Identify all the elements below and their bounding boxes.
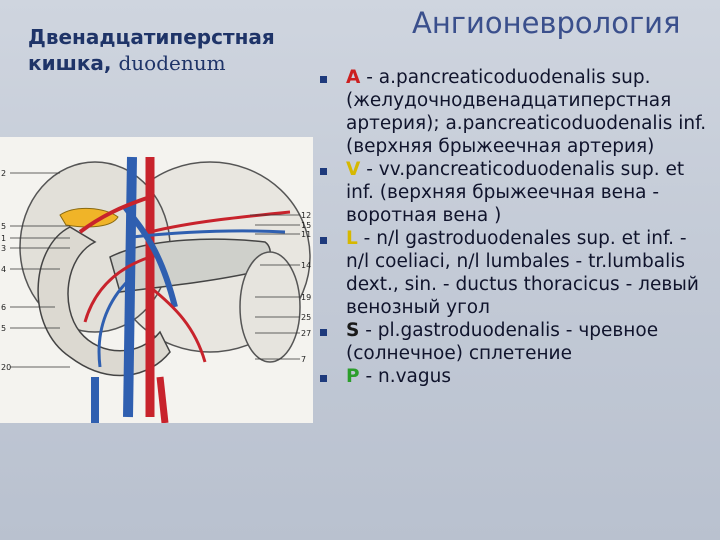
figure-label-left-2: 5 <box>1 222 6 231</box>
list-text: - n.vagus <box>359 366 451 387</box>
anatomy-figure: 2 5 1 3 4 6 5 20 12 15 11 14 19 25 27 7 <box>0 137 313 423</box>
list-letter: L <box>346 228 358 249</box>
list-text: - vv.pancreaticoduodenalis sup. et inf. … <box>346 159 685 226</box>
figure-label-right-5: 19 <box>301 293 311 302</box>
gallbladder-shape <box>59 207 119 228</box>
heading-line-1: Двенадцатиперстная <box>28 25 275 49</box>
figure-label-left-8: 20 <box>1 363 11 372</box>
list-item-parasympathetic: P - n.vagus <box>316 365 712 388</box>
list-item-artery: A - a.pancreaticoduodenalis sup. (желудо… <box>316 66 712 158</box>
figure-label-right-7: 27 <box>301 329 311 338</box>
bullet-icon <box>320 76 327 83</box>
list-text: - a.pancreaticoduodenalis sup. (желудочн… <box>346 67 707 157</box>
supply-list: A - a.pancreaticoduodenalis sup. (желудо… <box>316 66 712 388</box>
list-letter: V <box>346 159 361 180</box>
duodenum-illustration: 2 5 1 3 4 6 5 20 12 15 11 14 19 25 27 7 <box>1 156 311 423</box>
figure-label-left-1: 2 <box>1 169 6 178</box>
list-item-vein: V - vv.pancreaticoduodenalis sup. et inf… <box>316 158 712 227</box>
vein-branch-1 <box>97 275 134 368</box>
heading-word: кишка <box>28 51 104 75</box>
slide-title: Ангионеврология <box>412 6 681 40</box>
list-text: - n/l gastroduodenales sup. et inf. - n/… <box>346 228 699 318</box>
kidney-shape <box>239 251 301 363</box>
list-item-lymph: L - n/l gastroduodenales sup. et inf. - … <box>316 227 712 319</box>
figure-label-right-4: 14 <box>301 261 311 270</box>
artery-branch-3 <box>149 285 207 363</box>
vena-cava-vessel <box>123 156 137 418</box>
bullet-icon <box>320 375 327 382</box>
list-item-sympathetic: S - pl.gastroduodenalis - чревное (солне… <box>316 319 712 365</box>
figure-label-left-3: 1 <box>1 234 6 243</box>
section-heading: Двенадцатиперстная кишка, duodenum <box>28 24 318 76</box>
artery-branch-1 <box>78 195 151 234</box>
figure-label-right-3: 11 <box>301 230 311 239</box>
figure-label-right-8: 7 <box>301 355 306 364</box>
figure-label-left-4: 3 <box>1 244 6 253</box>
list-text: - pl.gastroduodenalis - чревное (солнечн… <box>346 320 659 364</box>
figure-label-right-1: 12 <box>301 211 311 220</box>
lower-artery-vessel <box>156 376 169 423</box>
artery-branch-2 <box>83 255 151 323</box>
portal-vein-vessel <box>122 205 178 308</box>
bullet-icon <box>320 168 327 175</box>
heading-latin: duodenum <box>118 51 226 75</box>
figure-label-left-7: 5 <box>1 324 6 333</box>
list-letter: P <box>346 366 360 387</box>
list-letter: S <box>346 320 360 341</box>
bullet-icon <box>320 329 327 336</box>
vein-branch-2 <box>131 229 286 239</box>
figure-label-right-2: 15 <box>301 221 311 230</box>
artery-branch-4 <box>149 210 291 234</box>
list-letter: A <box>346 67 361 88</box>
bullet-icon <box>320 237 327 244</box>
figure-label-left-6: 6 <box>1 303 6 312</box>
leader-lines <box>10 172 300 368</box>
heading-line-2: кишка, duodenum <box>28 51 226 75</box>
figure-label-left-5: 4 <box>1 265 6 274</box>
figure-label-right-6: 25 <box>301 313 311 322</box>
